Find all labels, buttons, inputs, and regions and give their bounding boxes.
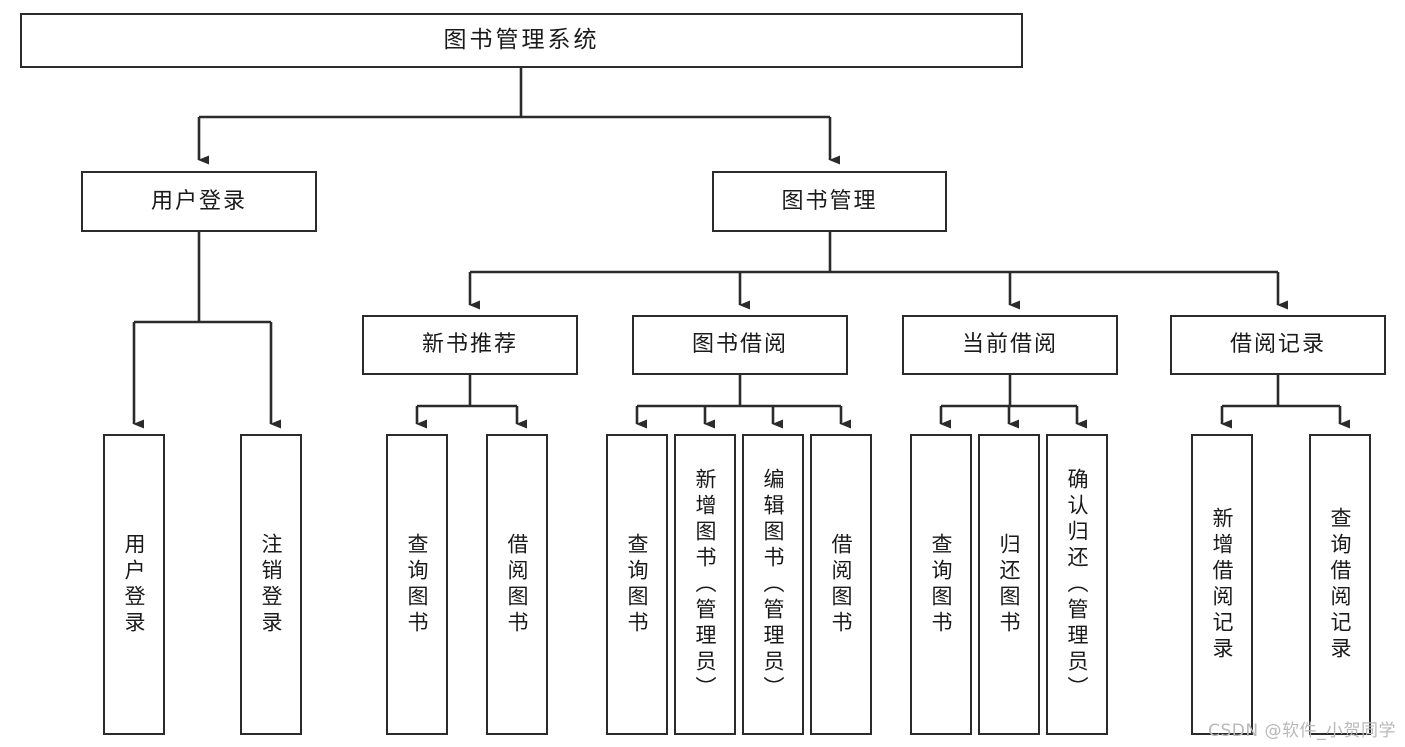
- node-label: 用户登录: [122, 532, 147, 637]
- node-label: 图书管理系统: [443, 26, 600, 53]
- node-label: 图书借阅: [691, 332, 788, 358]
- node-leaf-add-book[interactable]: 新增图书（管理员）: [674, 434, 736, 735]
- node-label: 新书推荐: [421, 332, 518, 358]
- node-label: 注销登录: [259, 532, 284, 637]
- node-book-borrow[interactable]: 图书借阅: [632, 315, 848, 375]
- node-leaf-borrow-book-1[interactable]: 借阅图书: [486, 434, 548, 735]
- node-leaf-query-book-2[interactable]: 查询图书: [606, 434, 668, 735]
- node-label: 借阅记录: [1229, 332, 1326, 358]
- node-label: 图书管理: [781, 188, 878, 214]
- node-user-login[interactable]: 用户登录: [81, 171, 317, 232]
- node-leaf-borrow-book-2[interactable]: 借阅图书: [810, 434, 872, 735]
- node-label: 新增图书（管理员）: [693, 467, 718, 702]
- node-leaf-edit-book[interactable]: 编辑图书（管理员）: [742, 434, 804, 735]
- node-leaf-user-login[interactable]: 用户登录: [103, 434, 165, 735]
- node-label: 借阅图书: [829, 532, 854, 637]
- node-label: 归还图书: [997, 532, 1022, 637]
- node-label: 查询图书: [625, 532, 650, 637]
- node-label: 借阅图书: [505, 532, 530, 637]
- node-leaf-query-book-3[interactable]: 查询图书: [910, 434, 972, 735]
- node-leaf-add-record[interactable]: 新增借阅记录: [1191, 434, 1253, 735]
- node-leaf-user-logout[interactable]: 注销登录: [240, 434, 302, 735]
- node-current-borrow[interactable]: 当前借阅: [902, 315, 1118, 375]
- node-label: 当前借阅: [961, 332, 1058, 358]
- node-label: 查询图书: [929, 532, 954, 637]
- node-book-management[interactable]: 图书管理: [712, 171, 947, 232]
- node-label: 查询借阅记录: [1328, 506, 1353, 663]
- node-root-system[interactable]: 图书管理系统: [20, 13, 1023, 68]
- node-leaf-query-record[interactable]: 查询借阅记录: [1309, 434, 1371, 735]
- node-label: 用户登录: [150, 188, 247, 214]
- node-leaf-query-book-1[interactable]: 查询图书: [386, 434, 448, 735]
- watermark-text: CSDN @软件_小贺同学: [1208, 721, 1396, 741]
- node-label: 新增借阅记录: [1210, 506, 1235, 663]
- node-label: 查询图书: [405, 532, 430, 637]
- node-leaf-confirm-return[interactable]: 确认归还（管理员）: [1046, 434, 1108, 735]
- node-new-book-recommend[interactable]: 新书推荐: [362, 315, 578, 375]
- node-borrow-record[interactable]: 借阅记录: [1170, 315, 1386, 375]
- node-label: 确认归还（管理员）: [1065, 467, 1090, 702]
- node-label: 编辑图书（管理员）: [761, 467, 786, 702]
- node-leaf-return-book[interactable]: 归还图书: [978, 434, 1040, 735]
